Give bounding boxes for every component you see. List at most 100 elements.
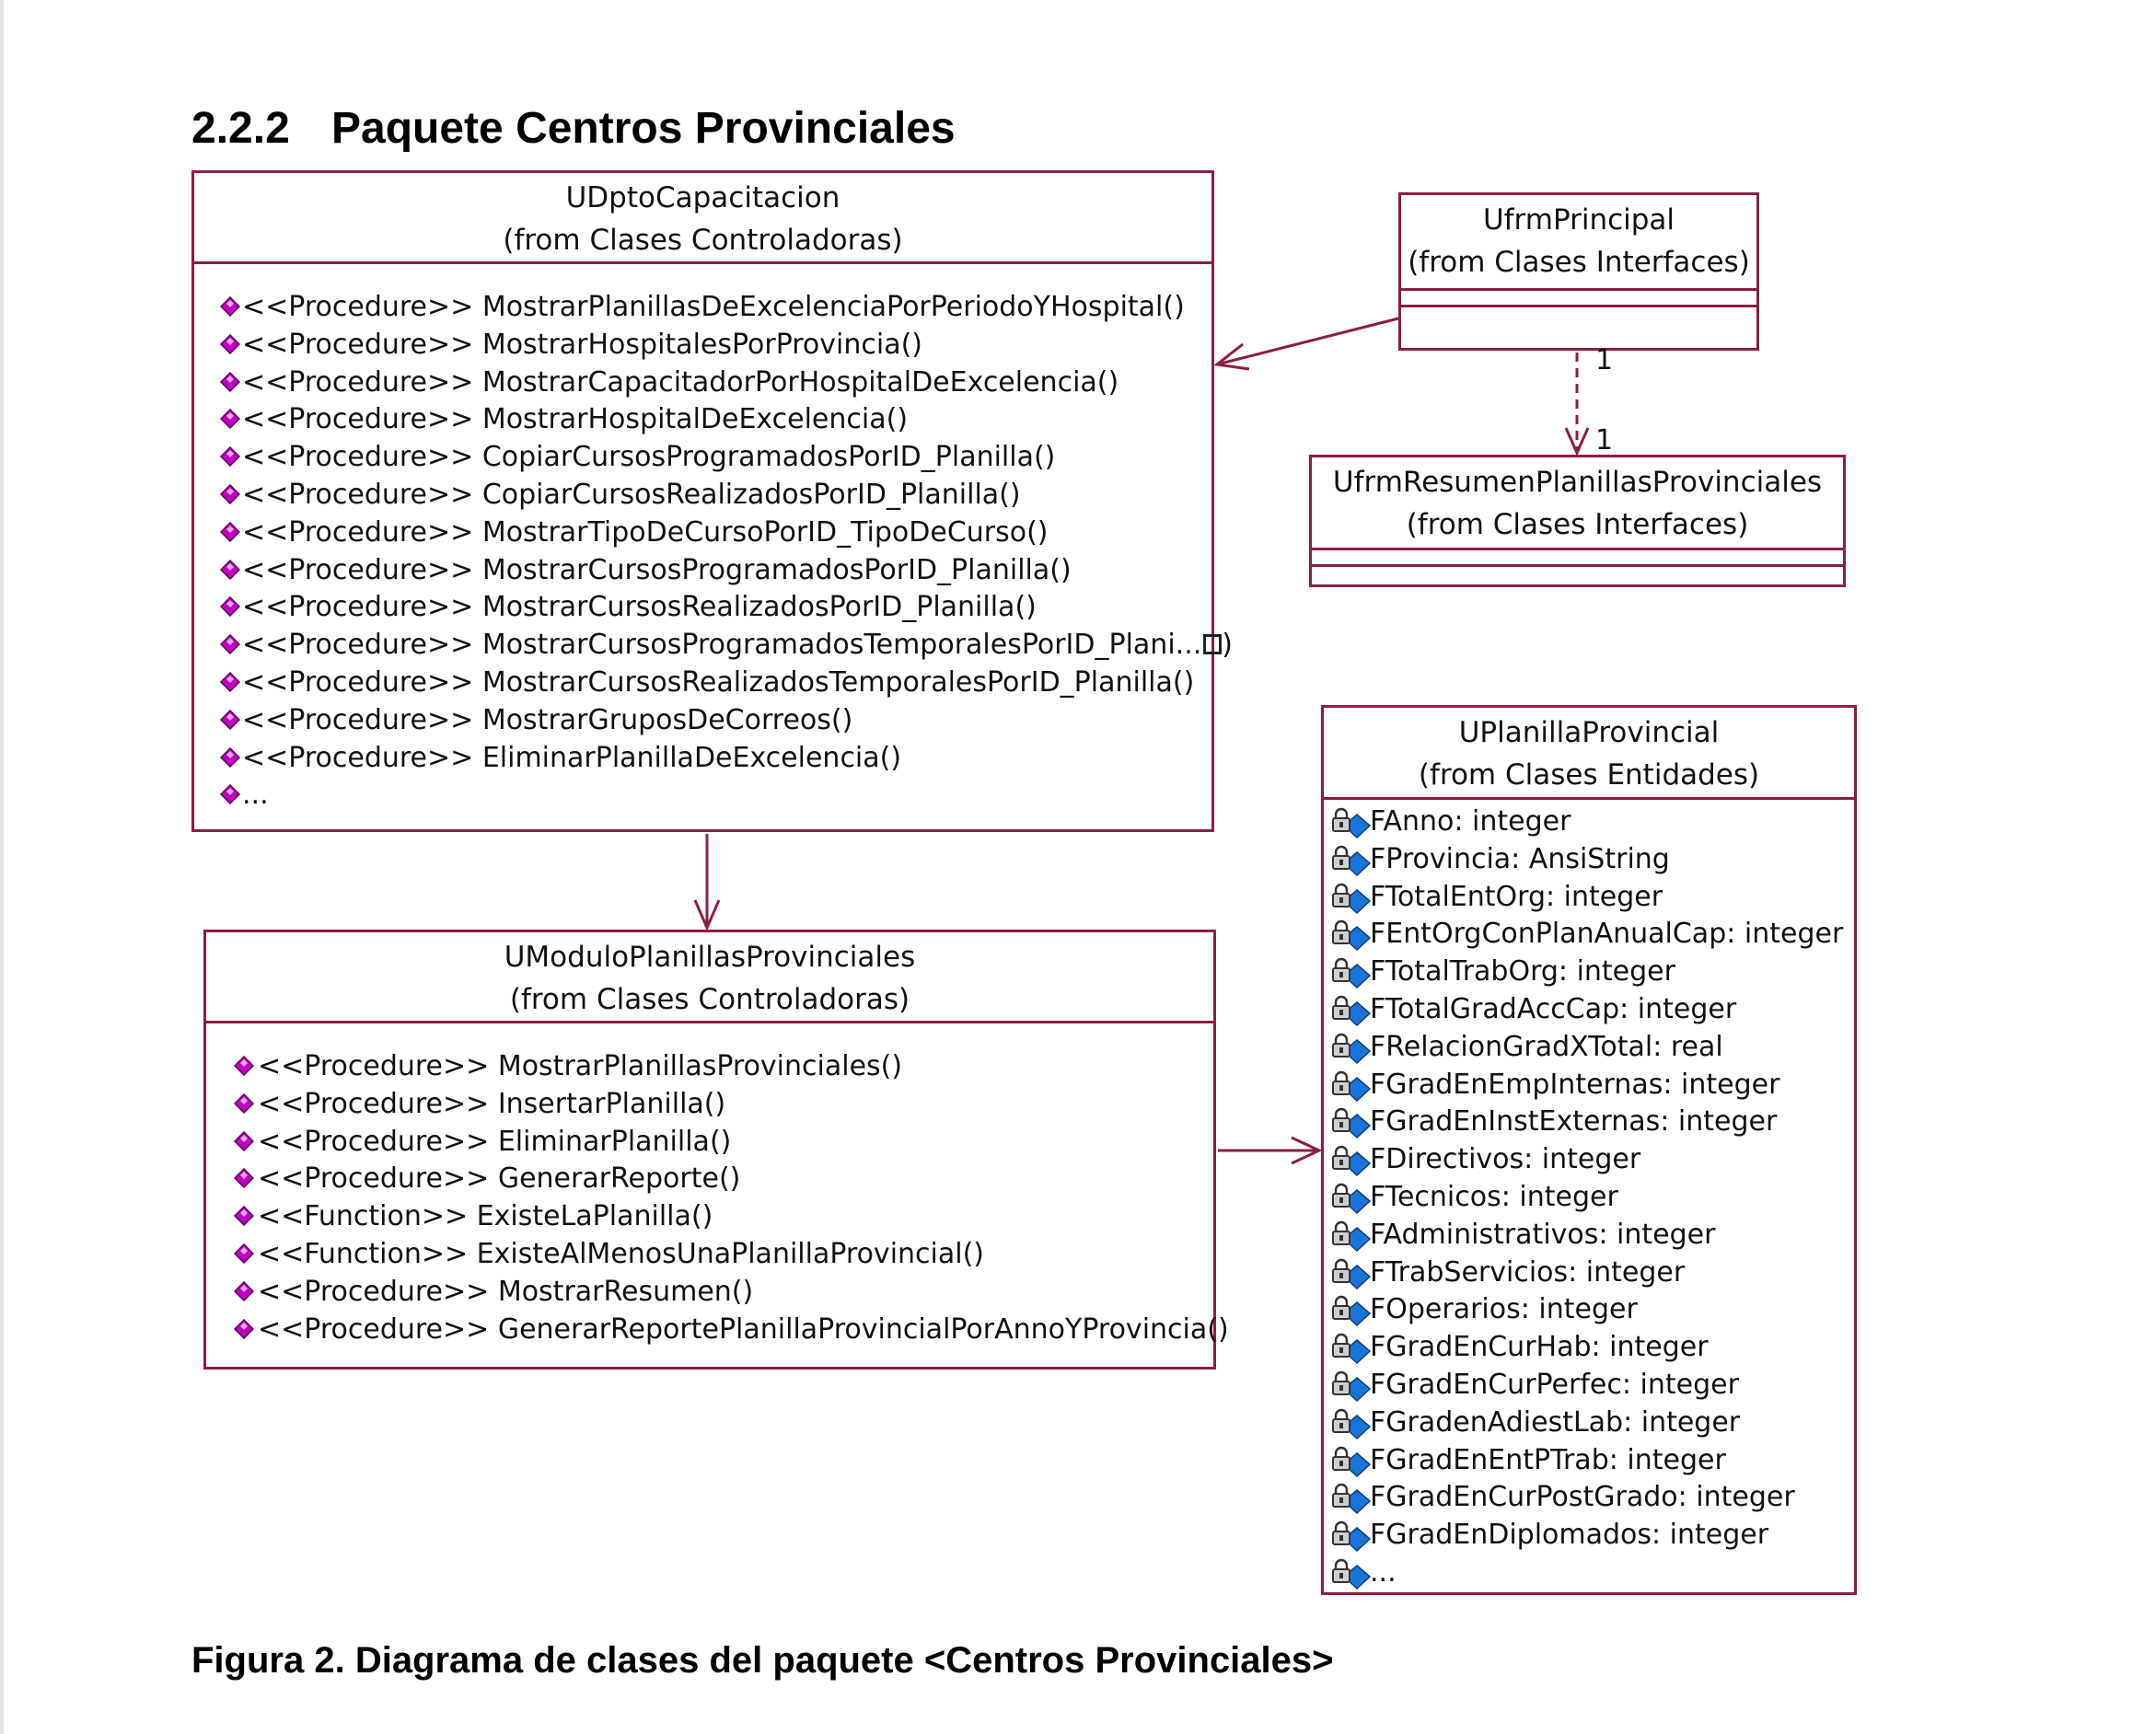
private-attribute-lock-icon: [1332, 1408, 1372, 1439]
operation-diamond-icon: [234, 1243, 254, 1264]
class-uplanillaprovincial[interactable]: UPlanillaProvincial (from Clases Entidad…: [1321, 705, 1857, 1595]
attribute-item[interactable]: FTotalTrabOrg: integer: [1324, 954, 1854, 991]
operation-item[interactable]: <<Procedure>> MostrarHospitalDeExcelenci…: [194, 401, 1211, 439]
operation-signature: <<Procedure>> CopiarCursosProgramadosPor…: [242, 441, 1056, 474]
attribute-item[interactable]: FOperarios: integer: [1324, 1291, 1854, 1329]
attribute-item[interactable]: FEntOrgConPlanAnualCap: integer: [1324, 916, 1854, 954]
attribute-item[interactable]: ...: [1324, 1555, 1854, 1592]
attribute-compartment: [206, 1021, 1213, 1035]
attribute-signature: FProvincia: AnsiString: [1370, 842, 1670, 875]
operation-item[interactable]: <<Procedure>> GenerarReportePlanillaProv…: [206, 1312, 1229, 1349]
operation-item[interactable]: <<Procedure>> EliminarPlanillaDeExcelenc…: [194, 740, 1211, 778]
attribute-item[interactable]: FGradEnDiplomados: integer: [1324, 1517, 1854, 1555]
operation-diamond-icon: [220, 446, 240, 468]
operation-diamond-icon: [220, 483, 240, 504]
operation-item[interactable]: <<Procedure>> MostrarTipoDeCursoPorID_Ti…: [194, 514, 1211, 552]
operation-item[interactable]: ...: [194, 777, 1211, 815]
attribute-item[interactable]: FAnno: integer: [1324, 803, 1854, 841]
operation-diamond-icon: [220, 784, 240, 805]
private-attribute-lock-icon: [1332, 1484, 1372, 1515]
operation-signature: <<Procedure>> MostrarHospitalDeExcelenci…: [242, 403, 909, 436]
arrowhead-open: [1291, 1136, 1323, 1165]
attribute-signature: FDirectivos: integer: [1370, 1143, 1641, 1176]
operation-list: <<Procedure>> MostrarPlanillasProvincial…: [206, 1035, 1229, 1349]
private-attribute-lock-icon: [1332, 1033, 1372, 1064]
private-attribute-lock-icon: [1332, 1258, 1372, 1289]
operation-diamond-icon: [220, 746, 240, 768]
operation-item[interactable]: <<Procedure>> MostrarCursosProgramadosTe…: [194, 627, 1233, 665]
operation-diamond-icon: [220, 521, 240, 542]
multiplicity-source: 1: [1595, 344, 1614, 376]
operation-diamond-icon: [220, 296, 240, 317]
private-attribute-lock-icon: [1332, 920, 1372, 952]
operation-item[interactable]: <<Procedure>> MostrarPlanillasProvincial…: [206, 1048, 1213, 1086]
attribute-item[interactable]: FTotalEntOrg: integer: [1324, 879, 1854, 917]
attribute-item[interactable]: FGradEnCurPostGrado: integer: [1324, 1479, 1854, 1517]
class-udptocapacitacion[interactable]: UDptoCapacitacion (from Clases Controlad…: [191, 170, 1233, 832]
section-number: 2.2.2: [191, 104, 290, 153]
operation-diamond-icon: [220, 596, 240, 618]
attribute-item[interactable]: FDirectivos: integer: [1324, 1141, 1854, 1179]
operation-signature: <<Procedure>> MostrarCursosProgramadosTe…: [242, 629, 1202, 662]
page-edge: [0, 0, 4, 1734]
operation-item[interactable]: <<Procedure>> MostrarResumen(): [206, 1274, 1213, 1312]
attribute-item[interactable]: FGradEnCurHab: integer: [1324, 1329, 1854, 1367]
operation-signature: <<Procedure>> CopiarCursosRealizadosPorI…: [242, 478, 1021, 511]
attribute-signature: FTecnicos: integer: [1370, 1180, 1618, 1213]
attribute-item[interactable]: FGradEnEmpInternas: integer: [1324, 1067, 1854, 1104]
operation-item[interactable]: <<Function>> ExisteLaPlanilla(): [206, 1198, 1213, 1236]
arrowhead-open: [693, 899, 721, 931]
operation-item[interactable]: <<Procedure>> MostrarCursosRealizadosPor…: [194, 589, 1211, 627]
operation-item[interactable]: <<Procedure>> CopiarCursosRealizadosPorI…: [194, 477, 1211, 514]
operation-signature: <<Function>> ExisteLaPlanilla(): [258, 1200, 713, 1233]
operation-item[interactable]: <<Function>> ExisteAlMenosUnaPlanillaPro…: [206, 1236, 1213, 1274]
operation-signature: <<Procedure>> MostrarCursosProgramadosPo…: [242, 553, 1072, 586]
class-name: UModuloPlanillasProvinciales: [504, 941, 916, 974]
private-attribute-lock-icon: [1332, 1370, 1372, 1402]
operation-item[interactable]: <<Procedure>> MostrarGruposDeCorreos(): [194, 702, 1211, 740]
class-ufrmprincipal[interactable]: UfrmPrincipal (from Clases Interfaces): [1398, 192, 1759, 351]
operation-item[interactable]: <<Procedure>> MostrarHospitalesPorProvin…: [194, 327, 1211, 364]
class-umoduloplanillasprovinciales[interactable]: UModuloPlanillasProvinciales (from Clase…: [203, 930, 1229, 1370]
private-attribute-lock-icon: [1332, 958, 1372, 989]
private-attribute-lock-icon: [1332, 995, 1372, 1027]
operation-signature: <<Procedure>> GenerarReportePlanillaProv…: [258, 1312, 1229, 1346]
attribute-item[interactable]: FGradenAdiestLab: integer: [1324, 1405, 1854, 1442]
operation-diamond-icon: [234, 1280, 254, 1301]
attribute-item[interactable]: FGradEnEntPTrab: integer: [1324, 1442, 1854, 1480]
attribute-item[interactable]: FRelacionGradXTotal: real: [1324, 1029, 1854, 1067]
attribute-signature: FGradEnCurPerfec: integer: [1370, 1368, 1739, 1401]
operation-diamond-icon: [220, 409, 240, 430]
attribute-compartment: [194, 261, 1211, 276]
operation-item[interactable]: <<Procedure>> MostrarCapacitadorPorHospi…: [194, 364, 1211, 402]
operation-diamond-icon: [220, 634, 240, 655]
attribute-item[interactable]: FGradEnCurPerfec: integer: [1324, 1367, 1854, 1405]
operation-item[interactable]: <<Procedure>> MostrarCursosProgramadosPo…: [194, 552, 1211, 590]
operation-item[interactable]: <<Procedure>> InsertarPlanilla(): [206, 1086, 1213, 1124]
class-ufrmresumenplanillasprovinciales[interactable]: UfrmResumenPlanillasProvinciales (from C…: [1309, 455, 1846, 587]
attribute-item[interactable]: FGradEnInstExternas: integer: [1324, 1104, 1854, 1141]
attribute-item[interactable]: FTrabServicios: integer: [1324, 1254, 1854, 1292]
operation-compartment: [1401, 305, 1756, 341]
private-attribute-lock-icon: [1332, 807, 1372, 839]
attribute-item[interactable]: FAdministrativos: integer: [1324, 1217, 1854, 1254]
class-package: (from Clases Controladoras): [509, 983, 910, 1016]
operation-item[interactable]: <<Procedure>> CopiarCursosProgramadosPor…: [194, 439, 1211, 477]
attribute-signature: FTotalEntOrg: integer: [1370, 880, 1663, 913]
attribute-compartment: [1401, 288, 1756, 305]
attribute-item[interactable]: FTotalGradAccCap: integer: [1324, 991, 1854, 1029]
operation-item[interactable]: <<Procedure>> EliminarPlanilla(): [206, 1124, 1213, 1162]
attribute-item[interactable]: FProvincia: AnsiString: [1324, 841, 1854, 879]
operation-item[interactable]: <<Procedure>> MostrarPlanillasDeExcelenc…: [194, 289, 1211, 327]
class-package: (from Clases Controladoras): [503, 224, 903, 257]
operation-item[interactable]: <<Procedure>> MostrarCursosRealizadosTem…: [194, 665, 1211, 702]
arrowhead-open: [1213, 342, 1250, 371]
class-name: UfrmResumenPlanillasProvinciales: [1332, 466, 1823, 499]
attribute-signature: FTotalTrabOrg: integer: [1370, 955, 1675, 988]
operation-item[interactable]: <<Procedure>> GenerarReporte(): [206, 1161, 1213, 1198]
class-header: UPlanillaProvincial (from Clases Entidad…: [1324, 708, 1854, 797]
attribute-item[interactable]: FTecnicos: integer: [1324, 1179, 1854, 1217]
attribute-signature: FRelacionGradXTotal: real: [1370, 1030, 1723, 1063]
